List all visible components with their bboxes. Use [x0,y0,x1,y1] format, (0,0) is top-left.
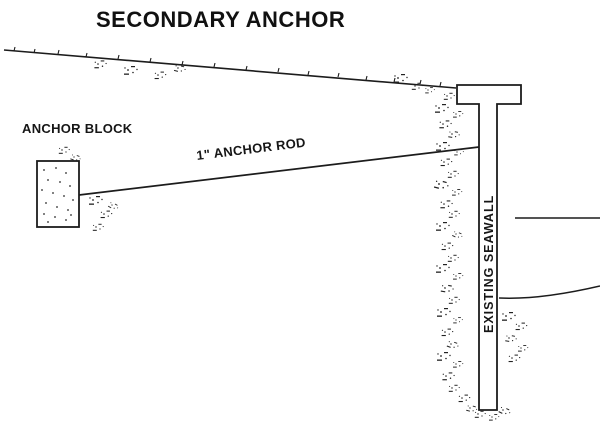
anchor-rod-label: 1" ANCHOR ROD [196,135,307,163]
anchor-rod-line [78,146,480,196]
diagram-title: SECONDARY ANCHOR [96,7,345,32]
anchor-block-label: ANCHOR BLOCK [22,121,133,136]
seawall-outline [456,84,522,411]
mudline [498,285,600,299]
ground-line [3,49,457,89]
soil-stipple [58,60,529,421]
seawall-label: EXISTING SEAWALL [482,195,496,333]
anchor-block-stipple [41,167,74,223]
ground-ticks [13,46,442,87]
anchor-block [36,160,80,228]
